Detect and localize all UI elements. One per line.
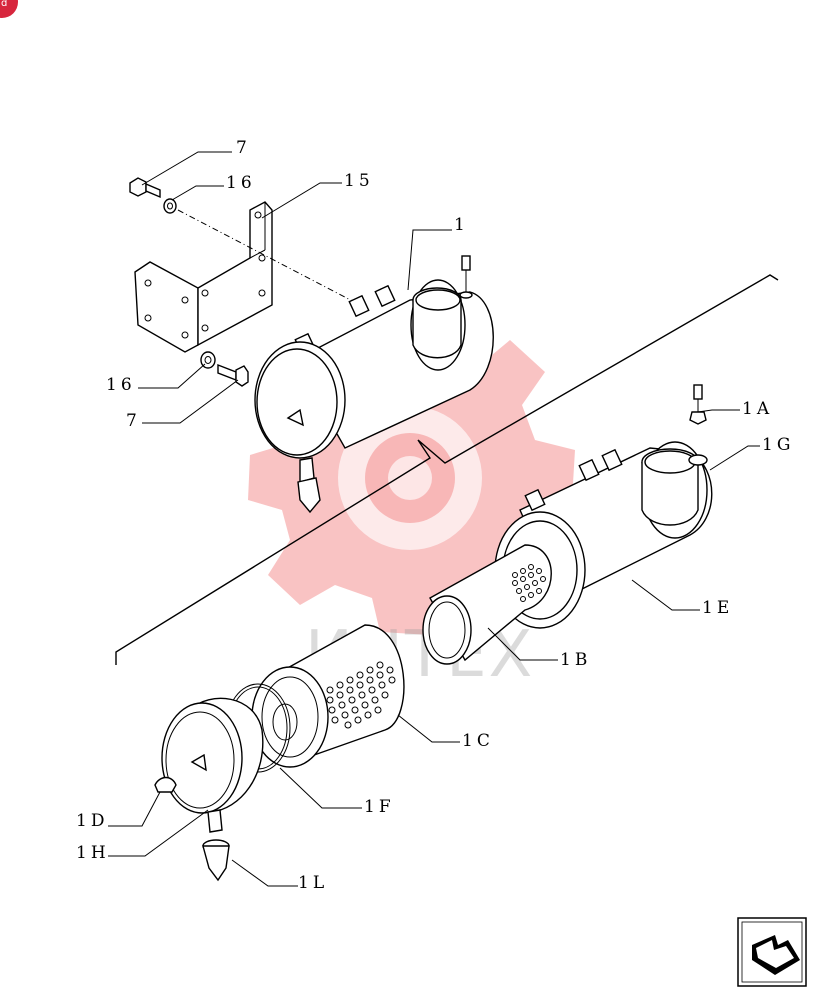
assembly-separator-line <box>115 274 779 665</box>
callout-15[interactable]: 15 <box>344 171 374 191</box>
callout-1D[interactable]: 1D <box>76 811 108 831</box>
callout-1E[interactable]: 1E <box>702 598 733 618</box>
restriction-sensor <box>689 384 707 425</box>
callout-1B[interactable]: 1B <box>560 650 591 670</box>
leader-lines <box>108 151 760 887</box>
callout-1L[interactable]: 1L <box>298 873 328 893</box>
safety-filter-element <box>422 544 552 665</box>
next-page-arrow-icon[interactable] <box>737 917 807 987</box>
callout-1F[interactable]: 1F <box>364 797 395 817</box>
mounting-bracket <box>134 201 273 353</box>
callout-1[interactable]: 1 <box>454 215 469 235</box>
callout-1H[interactable]: 1H <box>76 843 110 863</box>
corner-badge-letter: d <box>1 0 7 9</box>
bolt-top <box>129 177 161 199</box>
callout-16-bottom[interactable]: 16 <box>106 375 136 395</box>
callout-1A[interactable]: 1A <box>742 399 773 419</box>
bolt-bottom <box>217 363 249 387</box>
air-filter-housing-assembled <box>254 255 494 514</box>
callout-16-top[interactable]: 16 <box>226 173 256 193</box>
washer-top <box>163 198 177 214</box>
callout-7-top[interactable]: 7 <box>236 138 251 158</box>
callout-1C[interactable]: 1C <box>462 731 494 751</box>
assembly-axis <box>177 209 361 306</box>
corner-badge[interactable] <box>0 0 18 18</box>
cover-clip <box>154 776 177 793</box>
callout-1G[interactable]: 1G <box>762 435 794 455</box>
callout-7-bottom[interactable]: 7 <box>126 411 141 431</box>
dust-valve <box>202 839 230 882</box>
main-filter-element <box>251 624 405 768</box>
housing-cover <box>161 697 264 833</box>
